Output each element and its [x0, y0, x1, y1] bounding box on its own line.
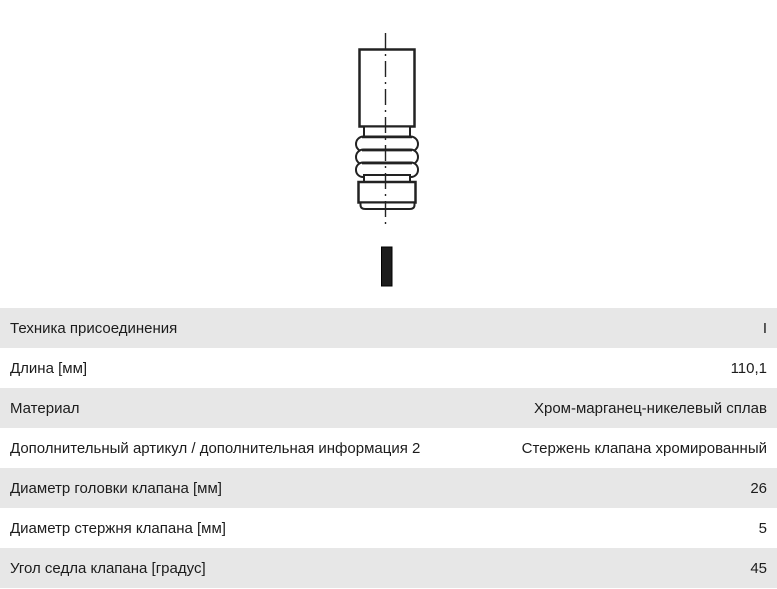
spec-row-head-diameter: Диаметр головки клапана [мм] 26: [0, 468, 777, 508]
spec-table: Техника присоединения I Длина [мм] 110,1…: [0, 308, 777, 588]
engine-valve-technical-drawing: [355, 33, 419, 287]
spec-row-connection-technique: Техника присоединения I: [0, 308, 777, 348]
spec-row-length: Длина [мм] 110,1: [0, 348, 777, 388]
spec-label: Диаметр головки клапана [мм]: [10, 479, 222, 497]
spec-row-seat-angle: Угол седла клапана [градус] 45: [0, 548, 777, 588]
spec-row-additional-info: Дополнительный артикул / дополнительная …: [0, 428, 777, 468]
spec-label: Дополнительный артикул / дополнительная …: [10, 439, 421, 457]
spec-value: 110,1: [730, 359, 767, 377]
spec-label: Угол седла клапана [градус]: [10, 559, 206, 577]
spec-value: 5: [758, 519, 767, 537]
spec-row-stem-diameter: Диаметр стержня клапана [мм] 5: [0, 508, 777, 548]
spec-label: Материал: [10, 399, 80, 417]
spec-label: Диаметр стержня клапана [мм]: [10, 519, 226, 537]
spec-value: 45: [750, 559, 767, 577]
spec-label: Длина [мм]: [10, 359, 88, 377]
spec-value: Стержень клапана хромированный: [521, 439, 767, 457]
spec-value: I: [762, 319, 767, 337]
spec-value: Хром-марганец-никелевый сплав: [533, 399, 767, 417]
spec-row-material: Материал Хром-марганец-никелевый сплав: [0, 388, 777, 428]
spec-value: 26: [750, 479, 767, 497]
valve-drawing-figure: [355, 33, 419, 287]
spec-label: Техника присоединения: [10, 319, 178, 337]
